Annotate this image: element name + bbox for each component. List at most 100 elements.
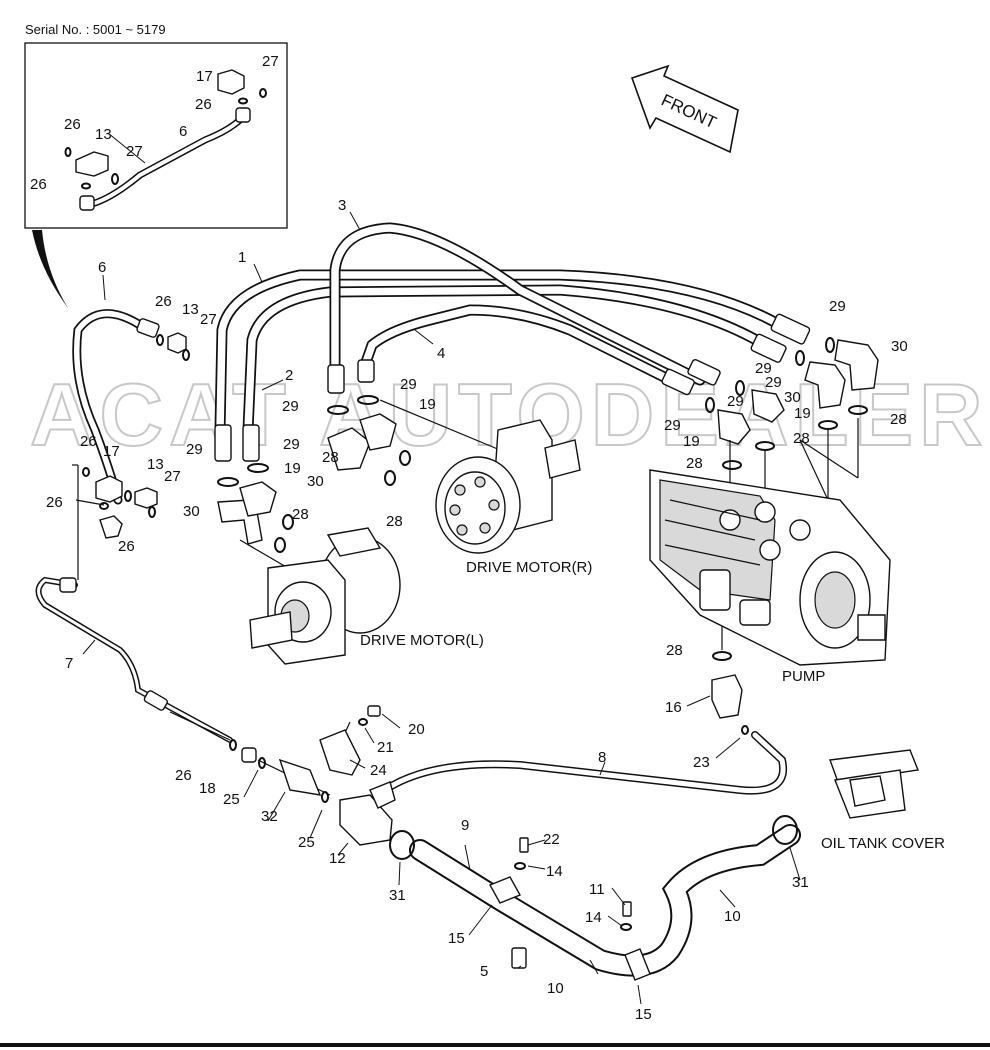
- label-13-left: 13: [147, 456, 164, 473]
- label-28-a: 28: [322, 449, 339, 466]
- hose-2: [242, 284, 771, 436]
- caption-drive-motor-r: DRIVE MOTOR(R): [466, 559, 592, 576]
- label-19-a: 19: [419, 396, 436, 413]
- label-3: 3: [338, 197, 346, 214]
- label-28-g: 28: [666, 642, 683, 659]
- label-29-i: 29: [664, 417, 681, 434]
- label-6-inset: 6: [179, 123, 187, 140]
- label-10-right: 10: [724, 908, 741, 925]
- label-19-b: 19: [284, 460, 301, 477]
- label-30-a: 30: [307, 473, 324, 490]
- label-19-c: 19: [794, 405, 811, 422]
- label-28-c: 28: [292, 506, 309, 523]
- label-26-e: 26: [175, 767, 192, 784]
- label-18: 18: [199, 780, 216, 797]
- caption-oil-tank-cover: OIL TANK COVER: [821, 835, 945, 852]
- label-6: 6: [98, 259, 106, 276]
- label-1: 1: [238, 249, 246, 266]
- elbow-30-right-b: [804, 361, 846, 409]
- label-13-inset: 13: [95, 126, 112, 143]
- label-29-b: 29: [282, 398, 299, 415]
- label-30-d: 30: [784, 389, 801, 406]
- label-8: 8: [598, 749, 606, 766]
- label-26-d: 26: [118, 538, 135, 555]
- inset-pointer: [32, 230, 68, 308]
- label-28-b: 28: [386, 513, 403, 530]
- label-26-a: 26: [155, 293, 172, 310]
- label-11: 11: [589, 881, 605, 898]
- label-26-inset-b: 26: [64, 116, 81, 133]
- label-32: 32: [261, 808, 278, 825]
- serial-number: Serial No. : 5001 ~ 5179: [25, 22, 166, 37]
- oil-tank-cover: [829, 749, 919, 819]
- label-26-inset-c: 26: [30, 176, 47, 193]
- label-14-b: 14: [585, 909, 602, 926]
- fitting-16: [711, 674, 743, 719]
- label-27-inset-a: 27: [262, 53, 279, 70]
- label-14-a: 14: [546, 863, 563, 880]
- label-10-left: 10: [547, 980, 564, 997]
- label-31-right: 31: [792, 874, 809, 891]
- caption-drive-motor-l: DRIVE MOTOR(L): [360, 632, 484, 649]
- caption-pump: PUMP: [782, 668, 825, 685]
- label-27-a: 27: [200, 311, 217, 328]
- hose-9: [409, 824, 801, 977]
- hose-3: [329, 222, 706, 386]
- label-15-right: 15: [635, 1006, 652, 1023]
- label-23: 23: [693, 754, 710, 771]
- label-29-c: 29: [283, 436, 300, 453]
- front-arrow: FRONT: [630, 64, 739, 154]
- label-29-d: 29: [186, 441, 203, 458]
- label-29-h: 29: [727, 393, 744, 410]
- label-25-a: 25: [223, 791, 240, 808]
- label-26-c: 26: [46, 494, 63, 511]
- label-20: 20: [408, 721, 425, 738]
- label-17: 17: [103, 443, 120, 460]
- pump: [649, 469, 891, 666]
- label-28-d: 28: [793, 430, 810, 447]
- part-number-labels: 1 2 3 4 5 6 6 7 8 9 10 10 11 12 13 13 13…: [30, 53, 908, 1023]
- bracket-24: [319, 729, 361, 776]
- label-13: 13: [182, 301, 199, 318]
- label-26-inset-a: 26: [195, 96, 212, 113]
- drive-motor-left: [249, 527, 401, 665]
- label-22: 22: [543, 831, 560, 848]
- inset-fitting-top: [235, 107, 251, 123]
- label-12: 12: [329, 850, 346, 867]
- pipe-7: [35, 576, 233, 743]
- label-27-b: 27: [164, 468, 181, 485]
- label-17-inset: 17: [196, 68, 213, 85]
- leader-lines: [82, 132, 801, 1005]
- hose-1: [214, 269, 786, 436]
- label-29-a: 29: [400, 376, 417, 393]
- label-5: 5: [480, 963, 488, 980]
- label-2: 2: [285, 367, 293, 384]
- label-24: 24: [370, 762, 387, 779]
- hose-4: [359, 304, 686, 391]
- inset-elbow-17: [217, 69, 245, 95]
- label-30-b: 30: [183, 503, 200, 520]
- label-19-d: 19: [683, 433, 700, 450]
- label-31-left: 31: [389, 887, 406, 904]
- label-15-left: 15: [448, 930, 465, 947]
- label-30-c: 30: [891, 338, 908, 355]
- inset-box: [24, 42, 288, 229]
- drive-motor-right: [435, 419, 581, 554]
- label-28-f: 28: [890, 411, 907, 428]
- bottom-frame-line: [0, 1043, 990, 1047]
- clamp-31-right: [772, 815, 798, 845]
- label-7: 7: [65, 655, 73, 672]
- label-16: 16: [665, 699, 682, 716]
- label-21: 21: [377, 739, 394, 756]
- clamp-31-left: [389, 830, 415, 860]
- label-29-f: 29: [755, 360, 772, 377]
- hose-6: [72, 309, 145, 505]
- elbow-30-right-a: [834, 339, 879, 391]
- sleeve-32: [278, 758, 322, 796]
- inset-tee-13: [75, 151, 109, 177]
- label-25-b: 25: [298, 834, 315, 851]
- label-29-g: 29: [765, 374, 782, 391]
- label-29-e: 29: [829, 298, 846, 315]
- label-28-e: 28: [686, 455, 703, 472]
